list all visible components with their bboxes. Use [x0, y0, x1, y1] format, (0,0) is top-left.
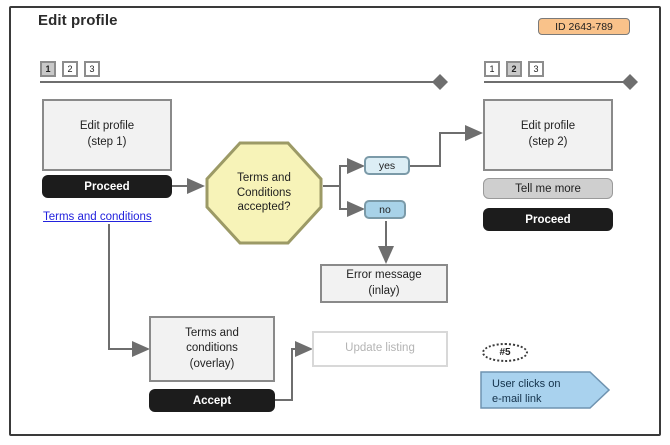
- overlay-line-2: conditions: [186, 342, 238, 355]
- screen-title-line2: (step 1): [87, 136, 127, 148]
- callout-number-tag: #5: [482, 343, 528, 362]
- decision-line-1: Terms and: [237, 171, 291, 184]
- page-title: Edit profile: [38, 12, 118, 29]
- callout-user-action: User clicks on e-mail link: [480, 371, 611, 409]
- step-box-1[interactable]: 1: [40, 61, 56, 77]
- callout-line-2: e-mail link: [492, 392, 542, 405]
- proceed-button-step2[interactable]: Proceed: [483, 208, 613, 231]
- step-box-1[interactable]: 1: [484, 61, 500, 77]
- screen-edit-profile-step2: Edit profile (step 2): [483, 99, 613, 171]
- accept-button[interactable]: Accept: [149, 389, 275, 412]
- decision-line-2: Conditions: [236, 186, 292, 199]
- status-badge-id: ID 2643-789: [538, 18, 630, 35]
- decision-terms-accepted: Terms and Conditions accepted?: [205, 141, 323, 245]
- overlay-line-1: Terms and: [185, 326, 239, 339]
- branch-label-yes: yes: [364, 156, 410, 175]
- proceed-button-step1[interactable]: Proceed: [42, 175, 172, 198]
- step-box-2[interactable]: 2: [62, 61, 78, 77]
- step-box-2[interactable]: 2: [506, 61, 522, 77]
- screen-edit-profile-step1: Edit profile (step 1): [42, 99, 172, 171]
- screen-title-line1: Edit profile: [79, 120, 135, 133]
- error-line-2: (inlay): [368, 284, 400, 297]
- error-line-1: Error message: [346, 268, 422, 281]
- tell-me-more-button[interactable]: Tell me more: [483, 178, 613, 199]
- screen-terms-overlay: Terms and conditions (overlay): [149, 316, 275, 382]
- chevron-arrow-shape: [480, 371, 611, 409]
- screen-title-line2: (step 2): [528, 136, 568, 148]
- step-indicator-right: 1 2 3: [484, 61, 544, 77]
- callout-line-1: User clicks on: [492, 378, 561, 390]
- octagon-shape: [205, 141, 323, 245]
- callout-text: User clicks on e-mail link: [492, 377, 588, 407]
- step-box-3[interactable]: 3: [84, 61, 100, 77]
- decision-label: Terms and Conditions accepted?: [205, 141, 323, 245]
- screen-title-line1: Edit profile: [520, 120, 576, 133]
- decision-line-3: accepted?: [237, 201, 291, 214]
- overlay-line-3: (overlay): [189, 357, 235, 370]
- terms-and-conditions-link[interactable]: Terms and conditions: [43, 211, 152, 223]
- step-box-3[interactable]: 3: [528, 61, 544, 77]
- screen-update-listing: Update listing: [312, 331, 448, 367]
- step-indicator-left: 1 2 3: [40, 61, 100, 77]
- branch-label-no: no: [364, 200, 406, 219]
- screen-error-message-inlay: Error message (inlay): [320, 264, 448, 303]
